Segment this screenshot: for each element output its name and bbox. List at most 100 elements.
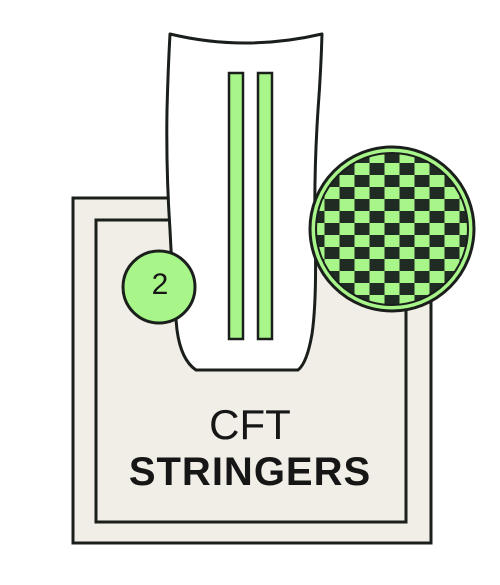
weave-cell — [400, 199, 416, 211]
weave-cell — [415, 223, 431, 235]
weave-cell — [460, 139, 476, 151]
weave-cell — [430, 139, 446, 151]
weave-cell — [490, 307, 500, 319]
weave-cell — [370, 163, 386, 175]
weave-cell — [340, 187, 356, 199]
weave-cell — [385, 271, 401, 283]
weave-cell — [415, 247, 431, 259]
weave-cell — [490, 175, 500, 187]
weave-cell — [475, 151, 491, 163]
weave-cell — [385, 187, 401, 199]
weave-cell — [490, 211, 500, 223]
title-line-1: CFT — [100, 404, 400, 446]
weave-cell — [415, 259, 431, 271]
weave-cell — [430, 271, 446, 283]
weave-cell — [475, 175, 491, 187]
weave-cell — [385, 247, 401, 259]
weave-cell — [475, 235, 491, 247]
weave-cell — [490, 163, 500, 175]
weave-cell — [385, 163, 401, 175]
weave-cell — [490, 295, 500, 307]
weave-cell — [400, 259, 416, 271]
weave-cell — [340, 271, 356, 283]
weave-cell — [385, 211, 401, 223]
weave-cell — [355, 211, 371, 223]
weave-cell — [355, 283, 371, 295]
weave-cell — [445, 139, 461, 151]
weave-cell — [475, 187, 491, 199]
weave-cell — [460, 163, 476, 175]
weave-cell — [385, 235, 401, 247]
weave-cell — [430, 175, 446, 187]
weave-cell — [430, 187, 446, 199]
weave-cell — [460, 295, 476, 307]
weave-cell — [415, 271, 431, 283]
weave-cell — [370, 283, 386, 295]
weave-cell — [355, 223, 371, 235]
weave-cell — [370, 199, 386, 211]
weave-cell — [400, 283, 416, 295]
weave-cell — [355, 187, 371, 199]
weave-cell — [490, 139, 500, 151]
weave-cell — [325, 199, 341, 211]
weave-cell — [385, 259, 401, 271]
weave-cell — [445, 247, 461, 259]
weave-cell — [355, 235, 371, 247]
weave-cell — [370, 271, 386, 283]
weave-cell — [415, 163, 431, 175]
weave-cell — [490, 283, 500, 295]
weave-cell — [340, 235, 356, 247]
weave-cell — [325, 139, 341, 151]
badge-number: 2 — [124, 270, 196, 300]
weave-cell — [475, 283, 491, 295]
weave-cell — [460, 307, 476, 319]
weave-cell — [490, 247, 500, 259]
weave-cell — [340, 223, 356, 235]
weave-cell — [475, 271, 491, 283]
weave-cell — [475, 223, 491, 235]
weave-cell — [475, 199, 491, 211]
stringer-right — [258, 73, 272, 339]
weave-cell — [385, 223, 401, 235]
weave-cell — [430, 259, 446, 271]
weave-cell — [325, 235, 341, 247]
weave-cell — [415, 235, 431, 247]
weave-cell — [370, 223, 386, 235]
weave-cell — [355, 175, 371, 187]
weave-cell — [445, 235, 461, 247]
weave-cell — [400, 223, 416, 235]
weave-cell — [325, 211, 341, 223]
weave-cell — [490, 259, 500, 271]
weave-cell — [400, 247, 416, 259]
weave-cell — [370, 259, 386, 271]
weave-cell — [490, 271, 500, 283]
weave-cell — [340, 139, 356, 151]
weave-cell — [445, 199, 461, 211]
weave-cell — [490, 235, 500, 247]
weave-cell — [340, 211, 356, 223]
weave-cell — [340, 199, 356, 211]
weave-cell — [430, 199, 446, 211]
weave-cell — [400, 211, 416, 223]
weave-cell — [475, 259, 491, 271]
weave-cell — [415, 283, 431, 295]
weave-cell — [355, 271, 371, 283]
weave-cell — [490, 199, 500, 211]
weave-cell — [415, 175, 431, 187]
weave-cell — [325, 247, 341, 259]
weave-cell — [430, 247, 446, 259]
weave-cell — [355, 199, 371, 211]
weave-cell — [385, 175, 401, 187]
weave-cell — [370, 175, 386, 187]
weave-cell — [475, 247, 491, 259]
weave-cell — [445, 211, 461, 223]
weave-cell — [475, 139, 491, 151]
weave-cell — [490, 223, 500, 235]
weave-cell — [370, 235, 386, 247]
weave-cell — [355, 259, 371, 271]
weave-cell — [385, 283, 401, 295]
weave-cell — [370, 187, 386, 199]
weave-cell — [325, 223, 341, 235]
weave-cell — [475, 307, 491, 319]
weave-cell — [355, 163, 371, 175]
